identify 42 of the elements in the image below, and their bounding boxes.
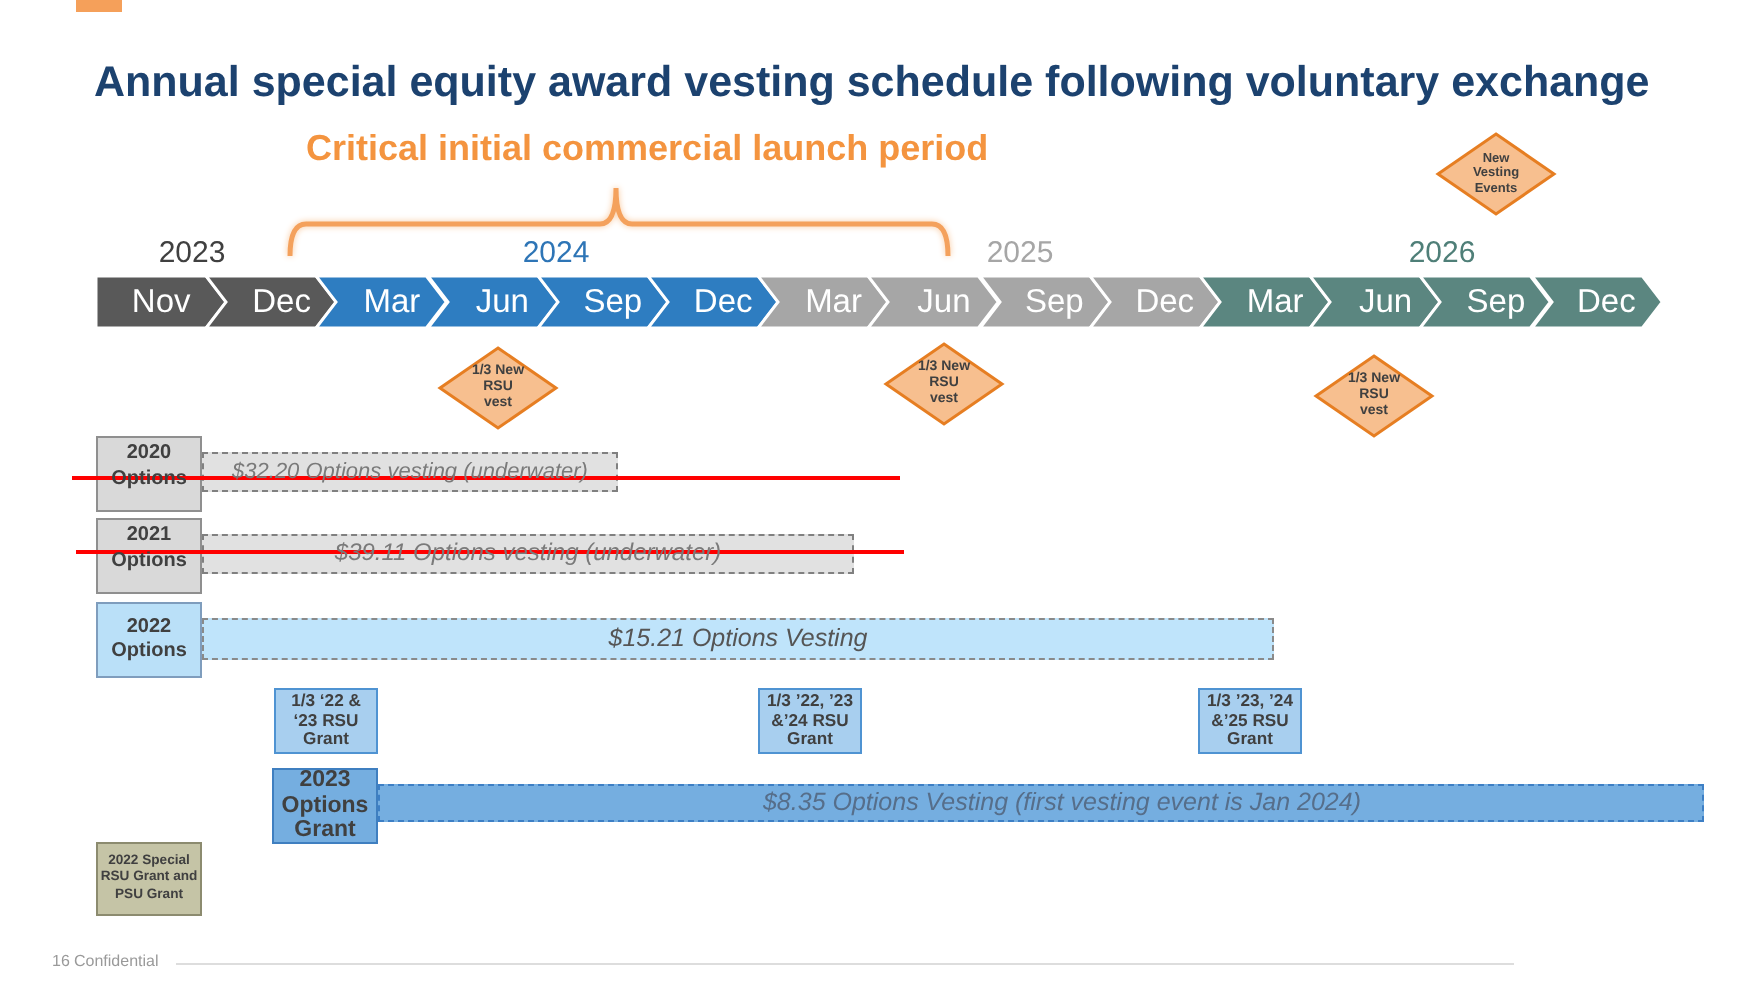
month-label: Dec	[693, 283, 753, 321]
vesting-diamond	[884, 342, 1004, 426]
rsu-grant-label: 1/3 ‘22 & ‘23 RSU Grant	[289, 691, 363, 751]
month-label: Sep	[1025, 283, 1084, 321]
special-grant-panel	[96, 842, 202, 916]
timeline-segment	[96, 276, 227, 328]
month-label: Dec	[252, 283, 311, 321]
month-label: Jun	[475, 283, 529, 321]
rsu-grant-label: 1/3 ’22, ’23 &’24 RSU Grant	[765, 691, 855, 751]
footer-note: Confidential	[74, 952, 159, 971]
grant-label: 2021 Options	[109, 524, 189, 574]
vesting-diamond	[438, 346, 558, 430]
grant-label-panel	[96, 602, 202, 678]
month-label: Sep	[1466, 283, 1526, 321]
vesting-period-text: $8.35 Options Vesting (first vesting event is Jan 2024)	[762, 788, 1361, 818]
year-label: 2026	[1408, 236, 1476, 271]
month-label: Dec	[1135, 283, 1195, 321]
grant-label: 2023 Options Grant	[279, 768, 371, 844]
month-label: Jun	[1358, 283, 1413, 321]
month-label: Dec	[1577, 283, 1636, 321]
period-heading: Critical initial commercial launch period	[306, 128, 989, 170]
vesting-period-bar	[378, 784, 1704, 822]
month-label: Mar	[1246, 283, 1304, 321]
year-label: 2025	[986, 236, 1054, 271]
grant-label: 2022 Options	[109, 615, 189, 665]
month-label: Sep	[583, 283, 643, 321]
month-label: Mar	[805, 283, 862, 321]
year-label: 2024	[522, 236, 590, 271]
month-label: Mar	[363, 283, 421, 321]
vesting-period-bar	[202, 618, 1274, 660]
page-number: 16	[52, 952, 70, 971]
timeline-segment	[1531, 276, 1662, 328]
slide-title: Annual special equity award vesting schedule following voluntary exchange	[94, 58, 1650, 108]
rsu-grant-label: 1/3 ’23, ’24 &’25 RSU Grant	[1205, 691, 1295, 751]
legend-diamond	[1436, 132, 1556, 216]
vesting-period-text: $15.21 Options Vesting	[608, 624, 868, 654]
grant-label-panel	[96, 518, 202, 594]
month-label: Jun	[917, 283, 971, 321]
rsu-grant-panel	[274, 688, 378, 754]
vesting-diamond	[1314, 354, 1434, 438]
month-label: Nov	[131, 283, 191, 321]
year-label: 2023	[158, 236, 226, 271]
